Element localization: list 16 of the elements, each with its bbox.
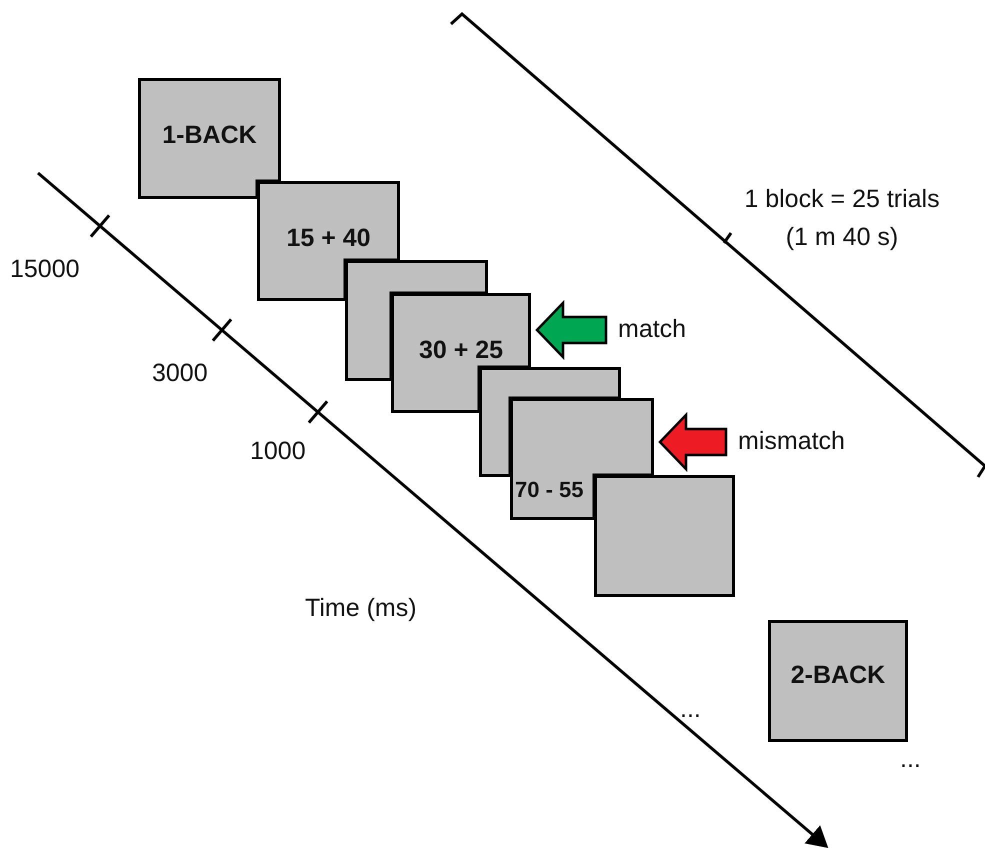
tick-label: 1000: [250, 436, 306, 466]
stimulus-text: 70 - 55: [515, 476, 584, 504]
stimulus-text: 30 + 25: [418, 335, 504, 365]
axis-label: Time (ms): [305, 593, 417, 623]
stimulus-text: 15 + 40: [285, 223, 372, 253]
block-arrow: [535, 300, 608, 360]
stimulus-text: 2-BACK: [790, 660, 886, 690]
stimulus-text: 1-BACK: [161, 120, 258, 150]
tick-label: 15000: [10, 254, 80, 284]
edge-label: mismatch: [738, 426, 845, 456]
tick-label: 3000: [152, 358, 208, 388]
ellipsis: ...: [900, 744, 921, 774]
bracket-label: 1 block = 25 trials (1 m 40 s): [743, 184, 941, 253]
block-arrow: [658, 412, 728, 472]
edge-label: match: [618, 314, 686, 344]
ellipsis: ...: [680, 694, 701, 724]
